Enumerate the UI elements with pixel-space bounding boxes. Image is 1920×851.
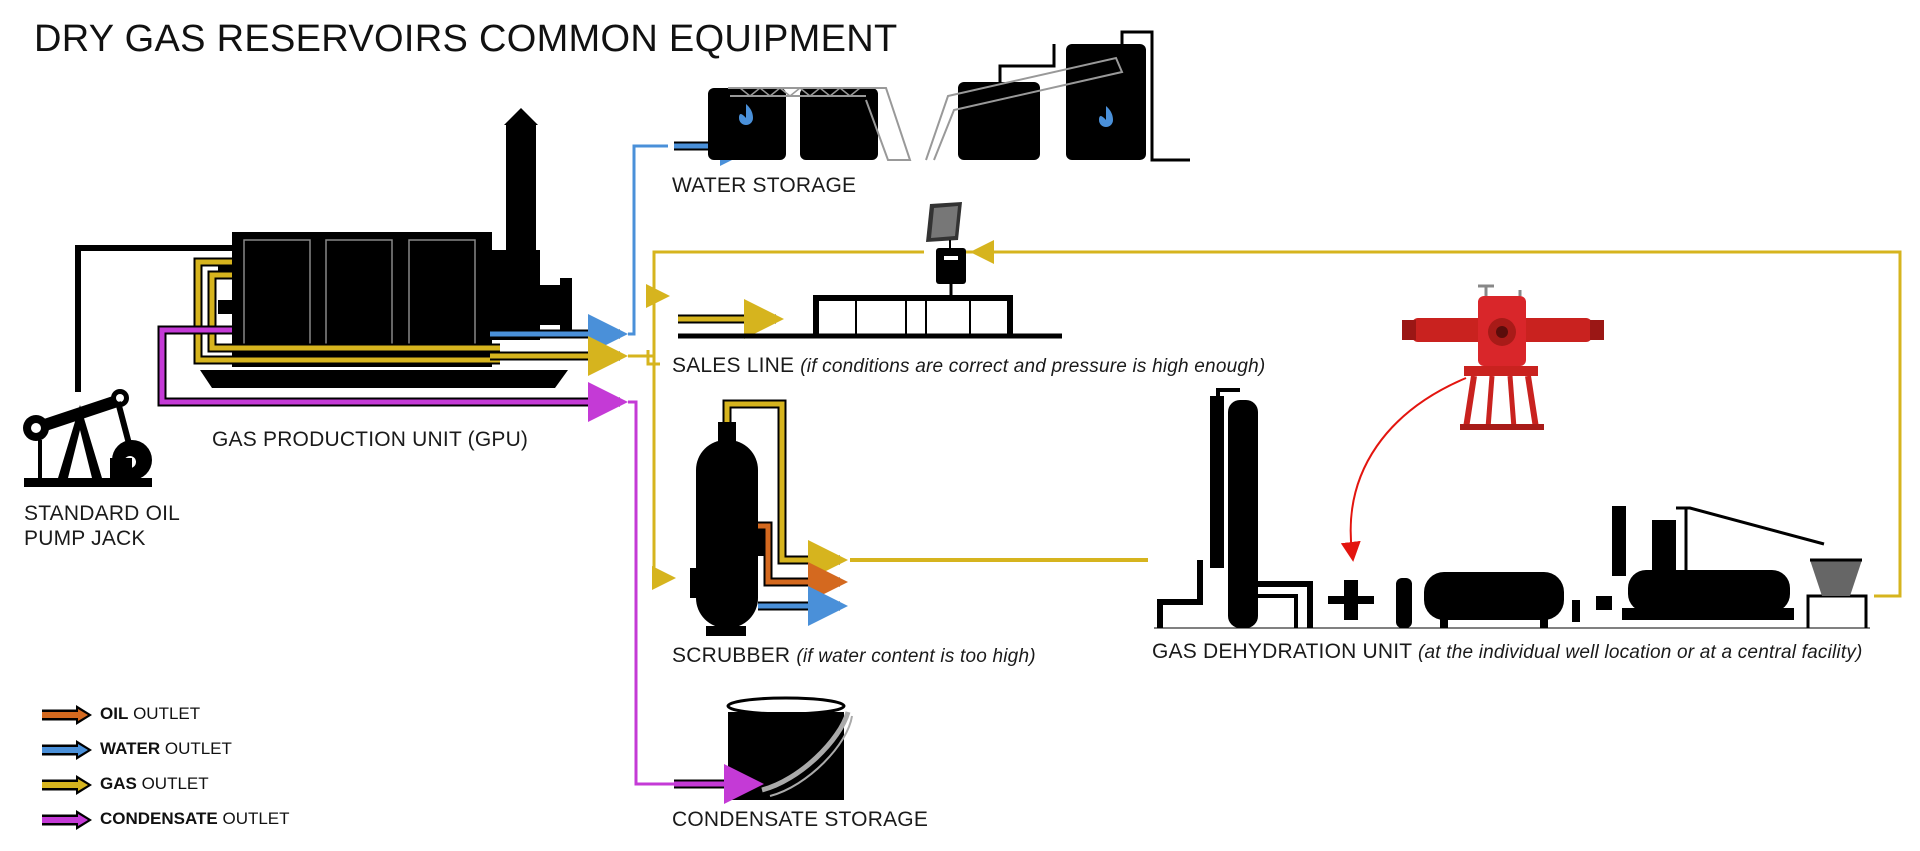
dehydration-title: GAS DEHYDRATION UNIT	[1152, 640, 1412, 663]
scrubber-vessel-icon	[690, 422, 764, 636]
callout-arrow	[1340, 377, 1467, 562]
legend-water-rest: OUTLET	[160, 739, 232, 758]
scrubber-label: SCRUBBER (if water content is too high)	[672, 644, 1036, 668]
pump-jack-label-line1: STANDARD OIL	[24, 502, 181, 525]
oil-arrow-icon	[42, 705, 92, 725]
gas-arrow-icon	[42, 775, 92, 795]
legend-condensate-bold: CONDENSATE	[100, 809, 218, 828]
dehydration-unit-icon	[1154, 388, 1870, 629]
condensate-storage-label: CONDENSATE STORAGE	[672, 808, 929, 831]
water-arrow-icon	[42, 740, 92, 760]
condensate-arrow-icon	[42, 810, 92, 830]
page-title: DRY GAS RESERVOIRS COMMON EQUIPMENT	[34, 18, 898, 60]
legend-oil-bold: OIL	[100, 704, 129, 723]
wellhead-valve-icon	[1402, 284, 1604, 430]
pump-jack-icon	[23, 245, 236, 487]
dehydration-label: GAS DEHYDRATION UNIT (at the individual …	[1152, 640, 1863, 664]
sales-meter-icon	[936, 248, 966, 296]
pump-jack-label-line2: PUMP JACK	[24, 527, 146, 550]
legend-condensate-rest: OUTLET	[217, 809, 290, 828]
legend-water-bold: WATER	[100, 739, 161, 758]
sales-line-note: (if conditions are correct and pressure …	[800, 356, 1266, 377]
water-storage-label: WATER STORAGE	[672, 174, 857, 197]
sales-line-label: SALES LINE (if conditions are correct an…	[672, 354, 1265, 378]
sales-line-pipe-icon	[678, 295, 1062, 339]
scrubber-note: (if water content is too high)	[796, 646, 1036, 667]
solar-panel-icon	[926, 202, 962, 250]
legend-gas-rest: OUTLET	[136, 774, 209, 793]
legend-oil-rest: OUTLET	[128, 704, 201, 723]
gpu-label: GAS PRODUCTION UNIT (GPU)	[212, 428, 529, 451]
water-storage-tank-icon	[708, 30, 1190, 162]
sales-line-title: SALES LINE	[672, 354, 795, 377]
scrubber-title: SCRUBBER	[672, 644, 791, 667]
dehydration-note: (at the individual well location or at a…	[1417, 642, 1863, 663]
legend-gas-bold: GAS	[100, 774, 137, 793]
